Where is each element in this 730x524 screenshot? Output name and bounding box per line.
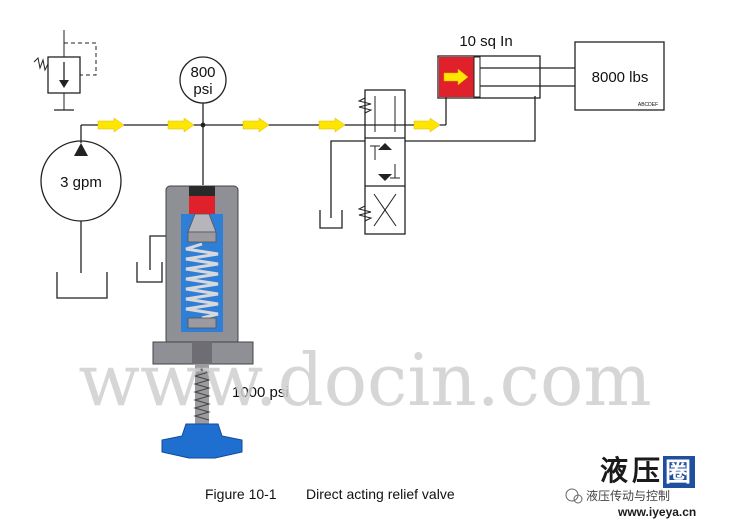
gauge-value: 800 [190,64,215,81]
relief-valve-cutaway: 1000 psi [136,185,289,459]
relief-setting-label: 1000 psi [232,384,289,401]
flow-arrow [443,68,469,86]
gauge-unit: psi [193,81,212,98]
caption-title: Direct acting relief valve [306,486,455,502]
pressure-gauge: 800 psi [179,56,227,104]
logo-char-1: 液 [600,454,628,487]
logo-badge [663,456,695,488]
flow-arrow [318,117,346,133]
logo-char-3: 圈 [665,458,691,488]
spring [185,242,219,320]
load-label: 8000 lbs [592,69,649,86]
logo-subtitle: 液压传动与控制 [586,488,670,503]
flow-arrow [167,117,195,133]
pressure-line [81,96,447,185]
figure-caption: Figure 10-1 Direct acting relief valve [205,486,455,502]
logo-char-2: 压 [632,454,660,487]
load-tag: ABCDEF [638,102,658,108]
relief-valve-symbol [33,30,97,111]
hydraulic-cylinder: 10 sq In [437,33,575,99]
flow-arrow [97,117,125,133]
logo-url: www.iyeya.cn [617,505,696,519]
caption-number: Figure 10-1 [205,486,277,502]
cylinder-area-label: 10 sq In [459,33,512,50]
flow-arrows [97,117,441,133]
directional-valve [319,89,536,235]
watermark: www.docin.com [78,338,651,422]
flow-arrow [413,117,441,133]
flow-arrow [242,117,270,133]
site-logo: 液 压 圈 液压传动与控制 www.iyeya.cn [565,454,696,519]
pump-symbol: 3 gpm [40,125,122,299]
adjusting-knob[interactable] [161,423,243,459]
pump-flow-label: 3 gpm [60,174,102,191]
load-block: 8000 lbs ABCDEF [574,41,665,111]
inlet-pressure-chamber [189,196,215,214]
